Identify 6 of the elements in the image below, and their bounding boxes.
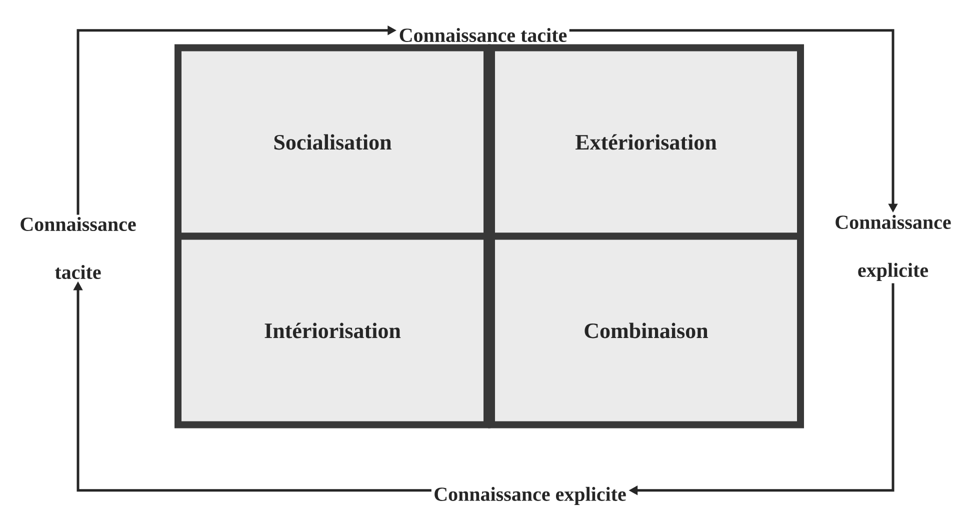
axis-label: Connaissance explicite xyxy=(434,486,626,506)
axis-label: Connaissance tacite xyxy=(20,216,136,280)
quadrant-box: Intériorisation xyxy=(174,232,490,428)
axis-label: Connaissance tacite xyxy=(400,28,567,42)
quadrant-box: Combinaison xyxy=(488,232,804,428)
axis-label: Connaissance explicite xyxy=(836,214,951,282)
